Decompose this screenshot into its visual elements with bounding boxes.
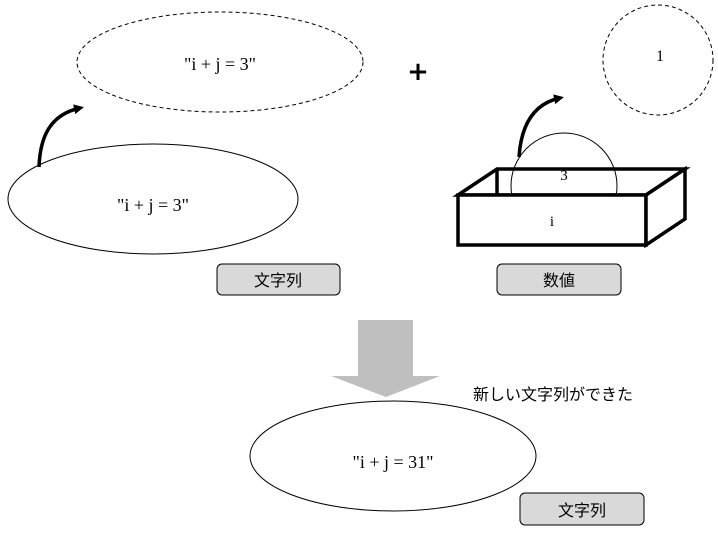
copy-number-arrow-icon	[517, 94, 564, 158]
copied-number-text: 1	[656, 48, 664, 65]
number-type-label-box: 数値	[496, 263, 622, 296]
string-ellipse	[7, 143, 299, 255]
result-type-label-rect	[519, 492, 645, 526]
number-type-label-rect	[496, 263, 622, 296]
string-text: "i + j = 3"	[117, 195, 189, 215]
result-type-label-box: 文字列	[519, 492, 645, 526]
plus-sign: +	[407, 57, 429, 87]
result-caption: 新しい文字列ができた	[473, 385, 633, 404]
box-side	[644, 165, 687, 249]
string-ellipse-group: "i + j = 3"	[7, 143, 299, 255]
copied-string-ellipse-group: "i + j = 3"	[76, 11, 364, 113]
number-type-label: 数値	[543, 271, 575, 290]
value-ball-text: 3	[560, 168, 568, 184]
copied-string-text: "i + j = 3"	[184, 54, 256, 74]
result-ellipse	[249, 400, 537, 512]
down-arrow-icon	[331, 320, 440, 397]
copied-number-circle	[602, 4, 714, 116]
variable-box-group: 3 i	[452, 132, 691, 249]
string-type-label-rect	[216, 263, 341, 296]
string-type-label-box: 文字列	[216, 263, 341, 296]
copy-arrow-icon	[37, 104, 84, 168]
result-text: "i + j = 31"	[353, 452, 434, 472]
box-variable-name: i	[550, 214, 554, 230]
result-ellipse-group: "i + j = 31"	[249, 400, 537, 512]
string-type-label: 文字列	[254, 271, 302, 290]
result-type-label: 文字列	[558, 501, 606, 520]
copied-string-ellipse	[76, 11, 364, 113]
copied-number-circle-group: 1	[602, 4, 714, 116]
